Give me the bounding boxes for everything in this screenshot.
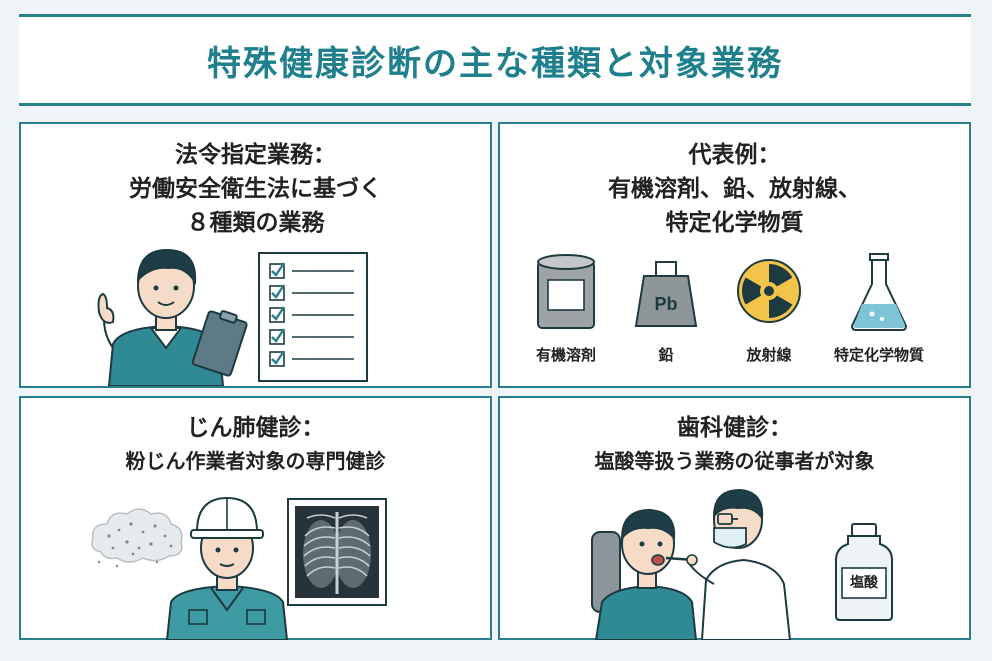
solvent-label: 有機溶剤 [535, 346, 596, 364]
dust-cloud-icon [91, 508, 183, 568]
radiation-label: 放射線 [746, 346, 792, 364]
examples-line1: 代表例： [688, 142, 781, 168]
solvent-can-icon [537, 254, 595, 329]
lead-label: 鉛 [658, 346, 674, 364]
examples-line2: 有機溶剤、鉛、放射線、 [608, 176, 861, 202]
dental-line1: 歯科健診： [677, 415, 792, 441]
panel-dental: 歯科健診： 塩酸等扱う業務の従事者が対象 塩酸 [498, 396, 971, 640]
examples-line3: 特定化学物質 [665, 210, 804, 236]
hardhat-worker-illustration [165, 496, 289, 640]
examples-heading: 代表例： 有機溶剤、鉛、放射線、 特定化学物質 [500, 138, 969, 240]
dental-heading: 歯科健診： 塩酸等扱う業務の従事者が対象 [500, 412, 969, 478]
hydrochloric-acid-bottle-icon [835, 523, 893, 621]
bottle-label: 塩酸 [850, 575, 878, 591]
panel-examples: 代表例： 有機溶剤、鉛、放射線、 特定化学物質 有機溶剤 Pb 鉛 放射線 特定… [498, 122, 971, 388]
pneumoconiosis-heading: じん肺健診： 粉じん作業者対象の専門健診 [21, 412, 490, 478]
flask-icon [850, 253, 908, 331]
panel-statutory: 法令指定業務： 労働安全衛生法に基づく ８種類の業務 [19, 122, 492, 388]
statutory-line2: 労働安全衛生法に基づく [129, 176, 382, 202]
chemical-label: 特定化学物質 [833, 346, 924, 364]
dental-exam-illustration [591, 488, 792, 640]
title-bar: 特殊健康診断の主な種類と対象業務 [19, 14, 971, 106]
chest-xray-icon [287, 498, 387, 606]
lead-symbol: Pb [654, 294, 677, 314]
statutory-heading: 法令指定業務： 労働安全衛生法に基づく ８種類の業務 [21, 138, 490, 240]
pneumoconiosis-line2: 粉じん作業者対象の専門健診 [125, 449, 386, 473]
page-title: 特殊健康診断の主な種類と対象業務 [207, 43, 783, 84]
lead-weight-icon: Pb [634, 261, 698, 327]
worker-with-clipboard-illustration [97, 248, 248, 386]
panel-pneumoconiosis: じん肺健診： 粉じん作業者対象の専門健診 [19, 396, 492, 640]
dental-line2: 塩酸等扱う業務の従事者が対象 [594, 449, 875, 473]
checklist-icon [258, 252, 368, 382]
statutory-line3: ８種類の業務 [186, 210, 325, 236]
radiation-icon [737, 259, 801, 323]
statutory-line1: 法令指定業務： [175, 142, 336, 168]
pneumoconiosis-line1: じん肺健診： [186, 415, 325, 441]
